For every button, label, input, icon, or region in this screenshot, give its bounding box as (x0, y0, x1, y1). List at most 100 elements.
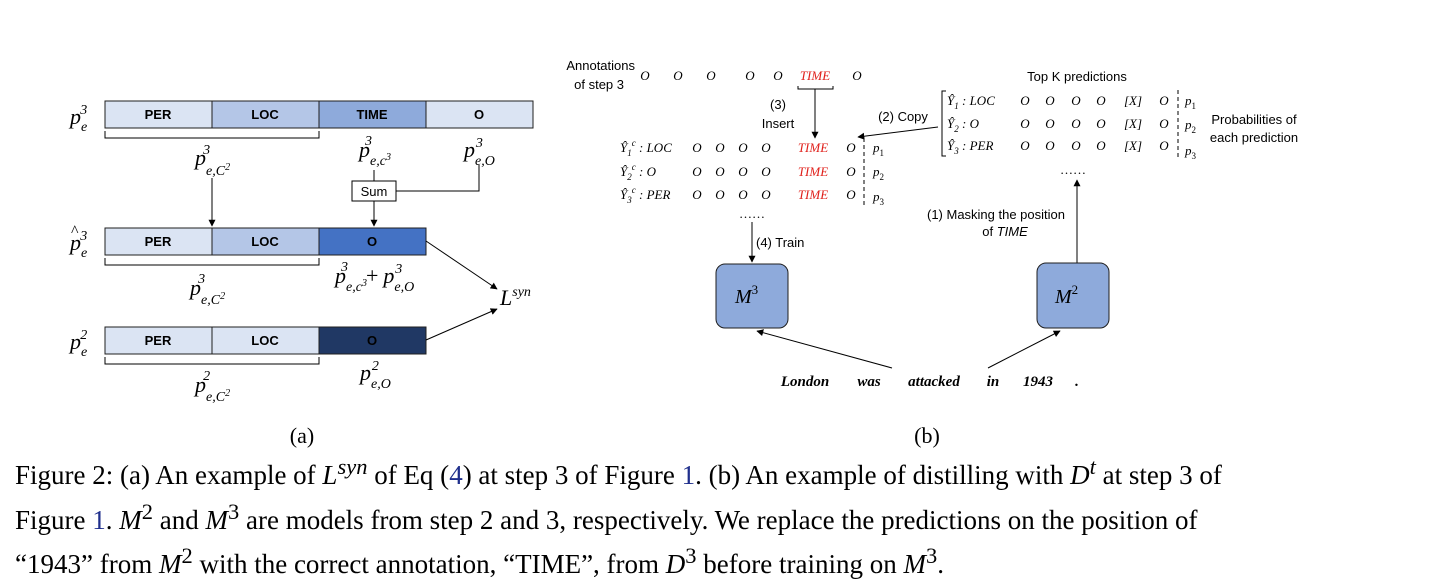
segment-per-label: PER (145, 333, 172, 348)
token: O (1071, 93, 1081, 108)
segment-o (318, 227, 427, 256)
segment-o (318, 326, 427, 355)
input-sentence: London was attacked in 1943 . (780, 374, 1079, 390)
segment-o-label: O (474, 107, 484, 122)
row2-hat: ^ (71, 223, 79, 240)
token: O (715, 187, 725, 202)
token: O (1071, 138, 1081, 153)
copy-label: (2) Copy (878, 109, 928, 124)
mask-label-line2: of TIME (982, 224, 1028, 239)
token-masked: [X] (1124, 116, 1142, 131)
token: O (1096, 93, 1106, 108)
row1-brace-label: pe,C23 (193, 143, 230, 179)
copy-arrow (857, 126, 939, 140)
annotation-tokens: O O O O O TIME O (640, 68, 862, 83)
segment-o-label: O (367, 234, 377, 249)
row3-to-loss-arrow (425, 308, 498, 341)
topk-row-symbol: Ŷ1 : LOC (947, 93, 995, 111)
annotation-token-time: TIME (800, 68, 830, 83)
sentence-word: 1943 (1023, 374, 1054, 390)
insert-bracket (797, 86, 834, 90)
annotations-label-line2: of step 3 (574, 77, 624, 92)
left-ellipsis: …… (739, 206, 765, 221)
model-m2: M2 (1036, 262, 1110, 329)
token: O (738, 140, 748, 155)
figure-ref-link[interactable]: 1 (92, 504, 106, 535)
prob: p3 (1184, 143, 1197, 161)
model-m2-box (1036, 262, 1110, 329)
model-m3-box (715, 263, 789, 329)
prob-label-line1: Probabilities of (1211, 112, 1297, 127)
panel-b: Annotations of step 3 O O O O O TIME O (… (566, 58, 1298, 448)
row1-brace (104, 131, 320, 139)
token: O (846, 140, 856, 155)
topk-row: Ŷ2 : O O O O O [X] O p2 (947, 116, 1196, 135)
o-prob-label: pe,O3 (462, 136, 495, 169)
token: O (846, 164, 856, 179)
panel-b-label: (b) (914, 423, 940, 448)
topk-predictions: Ŷ1 : LOC O O O O [X] O p1 Ŷ2 : O O O O O… (947, 93, 1197, 161)
equation-ref-link[interactable]: 4 (449, 460, 463, 490)
loss-label: Lsyn (499, 285, 531, 310)
caption-line-3: “1943” from M2 with the correct annotati… (15, 543, 944, 579)
token: O (1045, 138, 1055, 153)
o2-prob-label: pe,O2 (358, 359, 391, 392)
segment-per (104, 100, 213, 129)
prob: p1 (872, 140, 884, 158)
annotation-token: O (673, 68, 683, 83)
token: O (761, 164, 771, 179)
token: O (1071, 116, 1081, 131)
row2-bar: PER LOC O (104, 227, 427, 256)
time-prob-label: pe,c33 (357, 134, 391, 169)
sentence-to-m2-arrow (987, 330, 1061, 369)
topk-row-symbol: Ŷ3 : PER (947, 138, 993, 156)
corrected-row-symbol: Ŷ3c : PER (620, 185, 670, 205)
segment-per (104, 326, 213, 355)
corrected-row-symbol: Ŷ2c : O (620, 162, 657, 182)
token: O (1096, 116, 1106, 131)
token: O (1045, 93, 1055, 108)
sentence-word: attacked (908, 374, 960, 390)
sum-input-o (396, 165, 480, 192)
caption-line-2: Figure 1. M2 and M3 are models from step… (15, 498, 1198, 535)
figure-ref-link[interactable]: 1 (681, 460, 696, 490)
annotation-token: O (773, 68, 783, 83)
segment-o-label: O (367, 333, 377, 348)
row3-brace (104, 357, 320, 365)
row3-symbol: pe2 (68, 328, 87, 360)
token: O (1159, 138, 1169, 153)
topk-title: Top K predictions (1027, 69, 1127, 84)
figure-caption: Figure 2: (a) An example of Lsyn of Eq (… (15, 449, 1420, 583)
token-time: TIME (798, 140, 828, 155)
row3-bar: PER LOC O (104, 326, 427, 355)
row2-brace-label: pe,C23 (188, 272, 225, 308)
token: O (1096, 138, 1106, 153)
topk-bracket (941, 90, 946, 157)
sentence-word: London (780, 374, 829, 390)
topk-row: Ŷ1 : LOC O O O O [X] O p1 (947, 93, 1196, 111)
prob: p3 (872, 189, 885, 207)
token: O (738, 187, 748, 202)
token: O (1159, 116, 1169, 131)
token: O (715, 140, 725, 155)
token: O (692, 140, 702, 155)
prob-label-line2: each prediction (1210, 130, 1298, 145)
token: O (692, 187, 702, 202)
corrected-row: Ŷ2c : O O O O O TIME O p2 (620, 162, 884, 182)
prob: p2 (1184, 117, 1196, 135)
segment-time-label: TIME (356, 107, 387, 122)
segment-loc (211, 227, 320, 256)
topk-row: Ŷ3 : PER O O O O [X] O p3 (947, 138, 1197, 161)
corrected-row: Ŷ1c : LOC O O O O TIME O p1 (620, 138, 884, 158)
row3-brace-label: pe,C22 (193, 369, 230, 405)
token: O (1020, 116, 1030, 131)
corrected-predictions: Ŷ1c : LOC O O O O TIME O p1 Ŷ2c : O O O … (620, 138, 885, 207)
annotation-token: O (640, 68, 650, 83)
annotation-token: O (852, 68, 862, 83)
corrected-row: Ŷ3c : PER O O O O TIME O p3 (620, 185, 885, 207)
sentence-word: in (987, 374, 1000, 390)
token: O (738, 164, 748, 179)
token-time: TIME (798, 164, 828, 179)
row2-symbol: pe3 (68, 229, 87, 261)
model-m3: M3 (715, 263, 789, 329)
